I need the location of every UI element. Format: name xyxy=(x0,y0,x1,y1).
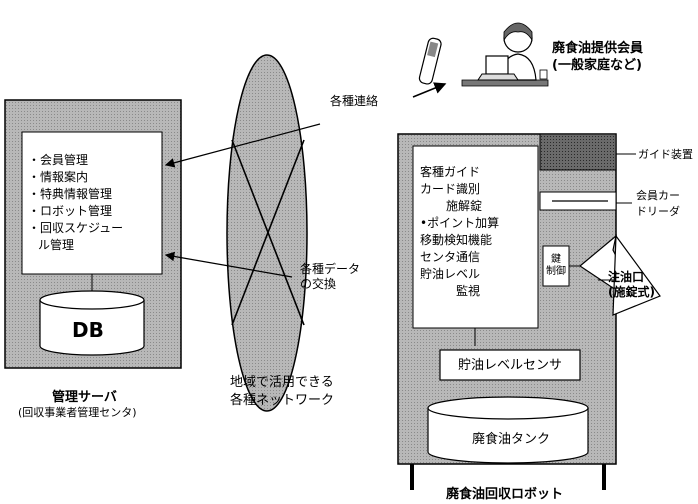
server-item-list: ・会員管理 ・情報案内 ・特典情報管理 ・ロボット管理 ・回収スケジュー ル管理 xyxy=(28,152,123,254)
network-label-line: 各種ネットワーク xyxy=(230,393,335,408)
inlet-line: 注油口 xyxy=(608,270,645,284)
guide-device xyxy=(539,133,617,171)
guide-device-label: ガイド装置 xyxy=(638,148,693,161)
lock-control-line: 鍵 xyxy=(551,254,561,265)
robot-function: カード識別 xyxy=(420,182,481,196)
robot-function: 施解錠 xyxy=(446,199,483,213)
robot-function: •ポイント加算 xyxy=(420,216,500,230)
member-illustration xyxy=(418,22,549,87)
robot-function: 客種ガイド xyxy=(420,165,481,179)
db-cylinder xyxy=(39,290,145,356)
server-title: 管理サーバ xyxy=(52,390,117,405)
data-exchange-arrow-left xyxy=(164,251,293,278)
lock-control-label: 鍵 制御 xyxy=(546,254,566,278)
network-ellipse xyxy=(226,54,308,412)
robot-function: 貯油レベル xyxy=(420,267,481,281)
member-label-line: 廃食油提供会員 xyxy=(552,41,644,56)
card-reader-label: 会員カー ドリーダ xyxy=(636,188,680,220)
server-item: ル管理 xyxy=(38,238,75,252)
data-exchange-line: 各種データ xyxy=(300,262,361,276)
inlet-line: (施錠式) xyxy=(608,285,655,299)
server-subtitle: (回収事業者管理センタ) xyxy=(18,406,137,419)
server-item: ・ロボット管理 xyxy=(28,204,113,218)
lock-control-box xyxy=(542,245,570,287)
network-label-line: 地域で活用できる xyxy=(230,375,334,390)
server-item: ・情報案内 xyxy=(28,170,89,184)
inlet-label: 注油口 (施錠式) xyxy=(608,270,655,300)
level-sensor-box xyxy=(439,349,581,381)
robot-function-list: 客種ガイド カード識別 施解錠 •ポイント加算 移動検知機能 センタ通信 貯油レ… xyxy=(420,164,499,300)
server-item: ・会員管理 xyxy=(28,153,89,167)
tank-label: 廃食油タンク xyxy=(472,432,551,447)
contact-arrow xyxy=(164,123,321,168)
robot-title: 廃食油回収ロボット xyxy=(446,487,564,502)
db-label: DB xyxy=(72,318,104,342)
contact-label: 各種連絡 xyxy=(330,94,379,108)
member-arrow xyxy=(412,82,447,98)
robot-function: センタ通信 xyxy=(420,250,481,264)
data-exchange-label: 各種データ の交換 xyxy=(300,262,360,292)
server-item: ・回収スケジュー xyxy=(28,221,124,235)
member-label: 廃食油提供会員 (一般家庭など) xyxy=(552,40,643,74)
card-reader-line: 会員カー xyxy=(636,189,680,202)
robot-function: 移動検知機能 xyxy=(420,233,493,247)
tank-cylinder xyxy=(427,396,589,464)
data-exchange-line: の交換 xyxy=(300,277,337,291)
network-label: 地域で活用できる 各種ネットワーク xyxy=(230,374,334,410)
robot-function-panel xyxy=(412,145,539,329)
member-label-line: (一般家庭など) xyxy=(552,58,642,73)
level-sensor-label: 貯油レベルセンサ xyxy=(458,358,563,373)
card-reader-line: ドリーダ xyxy=(636,205,680,218)
lock-control-line: 制御 xyxy=(546,266,566,277)
robot-function: 監視 xyxy=(456,284,481,298)
server-item: ・特典情報管理 xyxy=(28,187,113,201)
server-function-panel xyxy=(21,131,163,275)
